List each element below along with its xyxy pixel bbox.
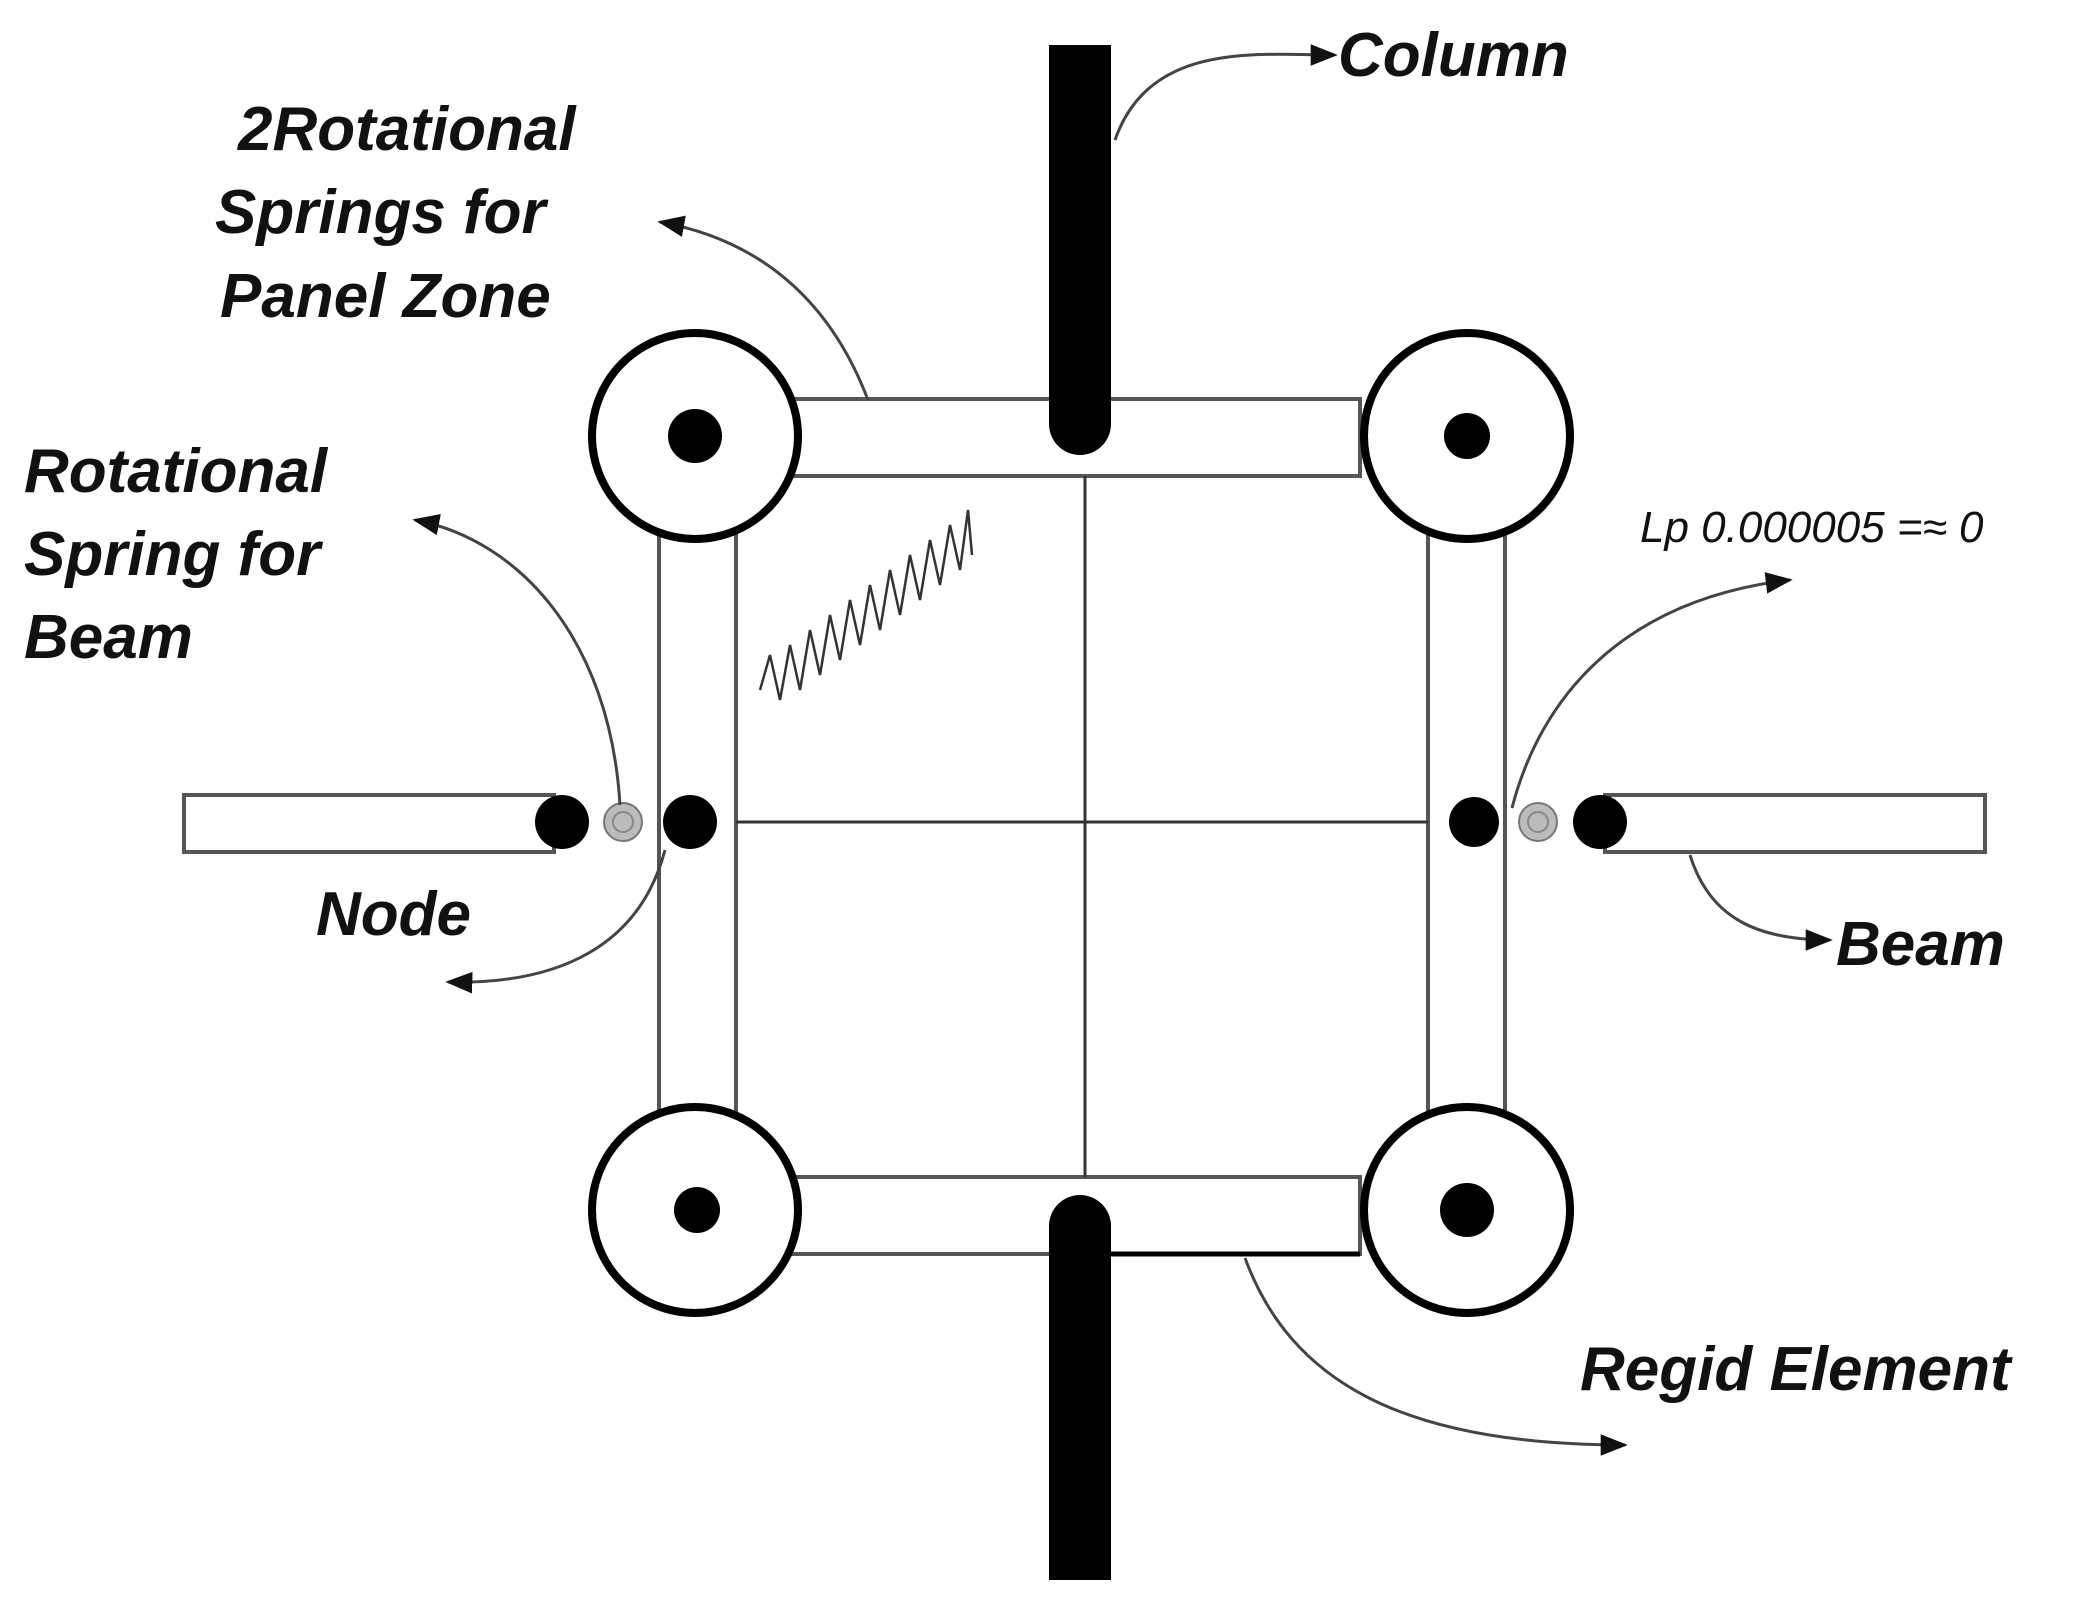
column-upper (1049, 45, 1111, 455)
right-beam (1603, 793, 1987, 854)
lp-leader (1510, 572, 1793, 809)
rigid-element-label: Regid Element (1580, 1335, 2013, 1404)
rigid-element-top (713, 397, 1362, 478)
beam-spring-label-line3: Beam (24, 603, 193, 672)
corner-node-bottom-left-dot (674, 1187, 720, 1233)
right-beam-hinge-inner (1527, 811, 1549, 833)
corner-node-bottom-right-dot (1440, 1183, 1494, 1237)
right-panel-node (1449, 797, 1499, 847)
corner-node-top-right-dot (1444, 413, 1490, 459)
node-leader (445, 849, 667, 994)
panel-zone-spring (758, 509, 974, 701)
column-label: Column (1338, 21, 1569, 90)
panel-zone-label-line3: Panel Zone (220, 262, 551, 331)
beam-spring-label-line1: Rotational (24, 437, 329, 506)
left-beam-end-node (535, 795, 589, 849)
left-beam-hinge (603, 802, 643, 842)
left-beam-hinge-inner (612, 811, 634, 833)
corner-node-top-left-dot (668, 409, 722, 463)
panel-zone-label-line2: Springs for (215, 178, 549, 247)
rigid-element-leader (1243, 1257, 1628, 1456)
right-beam-hinge (1518, 802, 1558, 842)
left-beam (182, 793, 556, 854)
node-label: Node (316, 880, 471, 949)
beam-label: Beam (1836, 910, 2005, 979)
lp-label: Lp 0.000005 =≈ 0 (1640, 503, 1984, 552)
panel-zone-leader (657, 215, 870, 401)
column-leader (1113, 44, 1338, 141)
beam-spring-leader (412, 513, 622, 806)
panel-zone-label-line1: 2Rotational (237, 95, 577, 164)
left-panel-node (663, 795, 717, 849)
rigid-element-bottom (713, 1175, 1362, 1256)
column-upper-top-cap (1049, 45, 1111, 85)
beam-spring-label-line2: Spring for (24, 520, 323, 589)
right-beam-end-node (1573, 795, 1627, 849)
beam-leader (1688, 854, 1833, 951)
column-lower-bottom-cap (1049, 1540, 1111, 1580)
column-lower (1049, 1195, 1111, 1580)
